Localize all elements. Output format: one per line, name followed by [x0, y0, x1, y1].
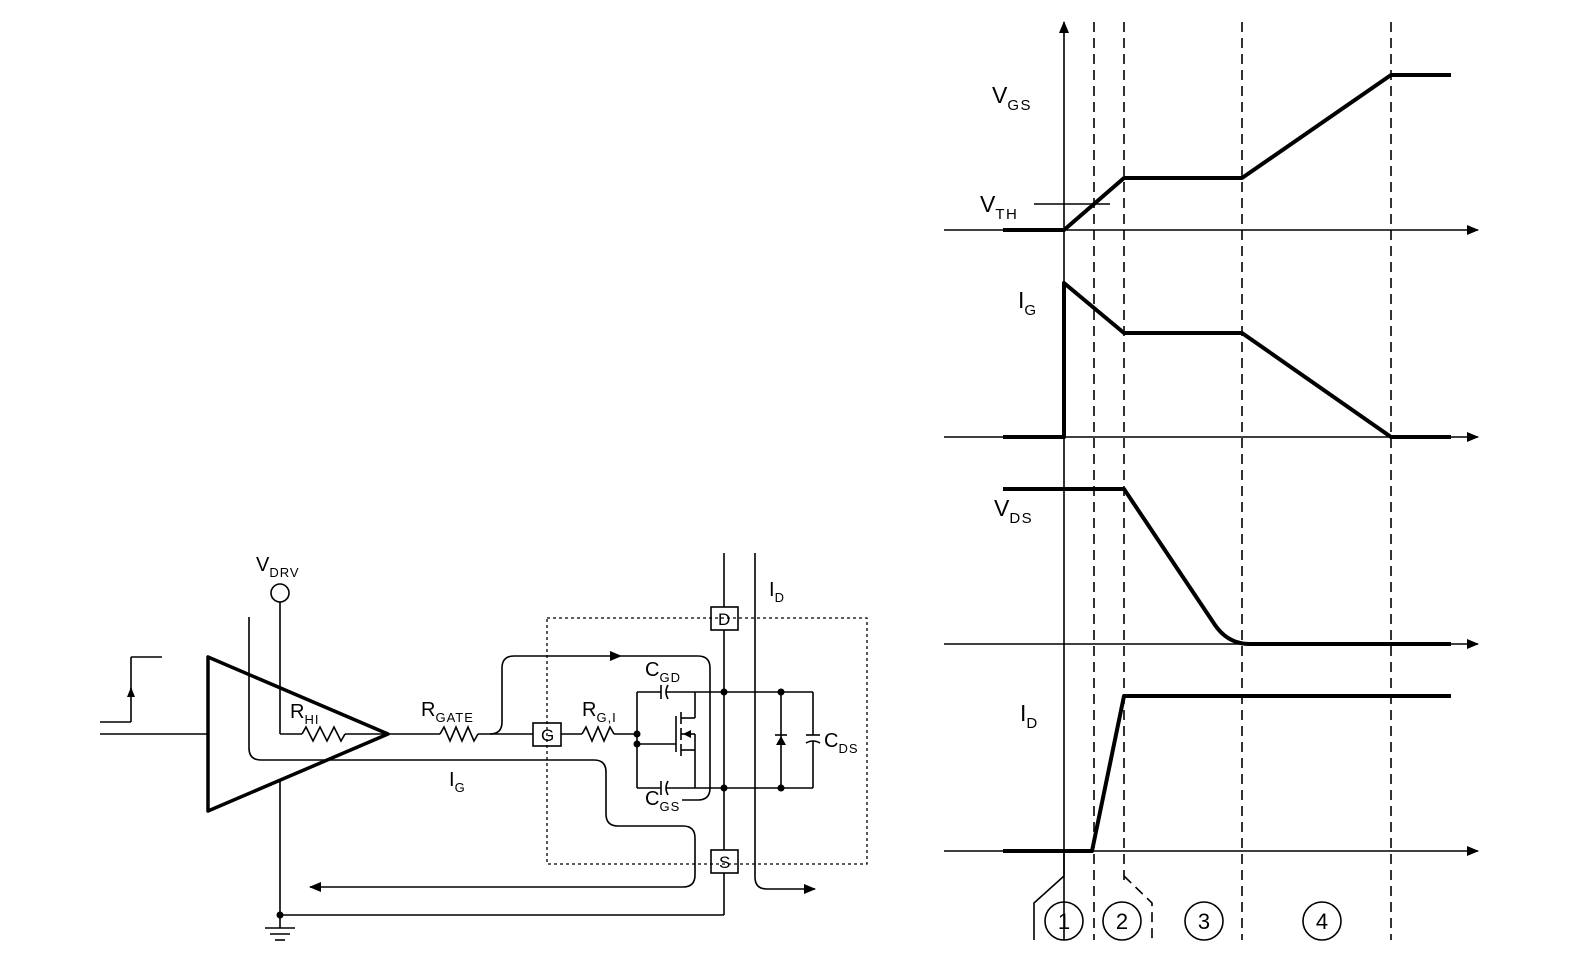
drain-pin-label: D: [718, 610, 730, 629]
vdrv-label: VDRV: [256, 554, 300, 580]
svg-text:3: 3: [1198, 909, 1210, 934]
rgate-label: RGATE: [421, 699, 474, 725]
svg-text:1: 1: [1058, 909, 1070, 934]
id-waveform: [1003, 694, 1451, 853]
ig-wave-label: IG: [1018, 287, 1038, 319]
rgi-resistor: [581, 724, 615, 744]
source-pin-label: S: [719, 853, 730, 872]
svg-text:4: 4: [1316, 909, 1328, 934]
phase-1-bracket-left: [1033, 851, 1065, 940]
ig-waveform: [1003, 281, 1451, 439]
gate-current-forward-path: [489, 651, 622, 735]
svg-text:2: 2: [1116, 909, 1128, 934]
gate-current-return-path: [248, 617, 696, 892]
phase-marker-3: 3: [1184, 901, 1224, 941]
vdrv-terminal: [270, 583, 290, 603]
input-step-signal: [100, 656, 162, 723]
switching-waveforms: VGS VTH IG VDS ID 1 2 3 4: [944, 21, 1479, 941]
vds-waveform: [1003, 487, 1451, 646]
rgate-resistor: [439, 724, 479, 744]
cds-capacitor: [805, 692, 821, 788]
phase-marker-2: 2: [1102, 901, 1142, 941]
phase-2-bracket-right: [1123, 875, 1153, 940]
cgs-label: CGS: [645, 788, 680, 814]
ground-symbol: [265, 915, 295, 941]
id-wave-label: ID: [1020, 700, 1039, 732]
gate-current-loop: [621, 655, 711, 801]
gate-driver-buffer: [206, 655, 390, 813]
vth-label: VTH: [980, 191, 1018, 223]
phase-marker-4: 4: [1302, 901, 1342, 941]
vgs-waveform: [1003, 73, 1451, 232]
vgs-label: VGS: [992, 82, 1032, 114]
rhi-label: RHI: [290, 701, 319, 727]
gate-pin-label: G: [541, 726, 554, 745]
id-label: ID: [769, 579, 785, 605]
mosfet-package-boundary: [546, 617, 868, 865]
mosfet-symbol: [637, 691, 724, 788]
cgd-label: CGD: [645, 659, 681, 685]
body-diode: [775, 692, 787, 788]
rgi-label: RG,I: [582, 699, 617, 725]
vds-label: VDS: [994, 495, 1033, 527]
gate-drive-circuit: VDRV RHI RGATE IG G: [100, 553, 868, 941]
phase-marker-1: 1: [1044, 901, 1084, 941]
drain-current-path: [754, 553, 816, 894]
cds-label: CDS: [824, 730, 859, 756]
ig-label: IG: [449, 769, 466, 795]
rhi-resistor: [280, 725, 388, 743]
